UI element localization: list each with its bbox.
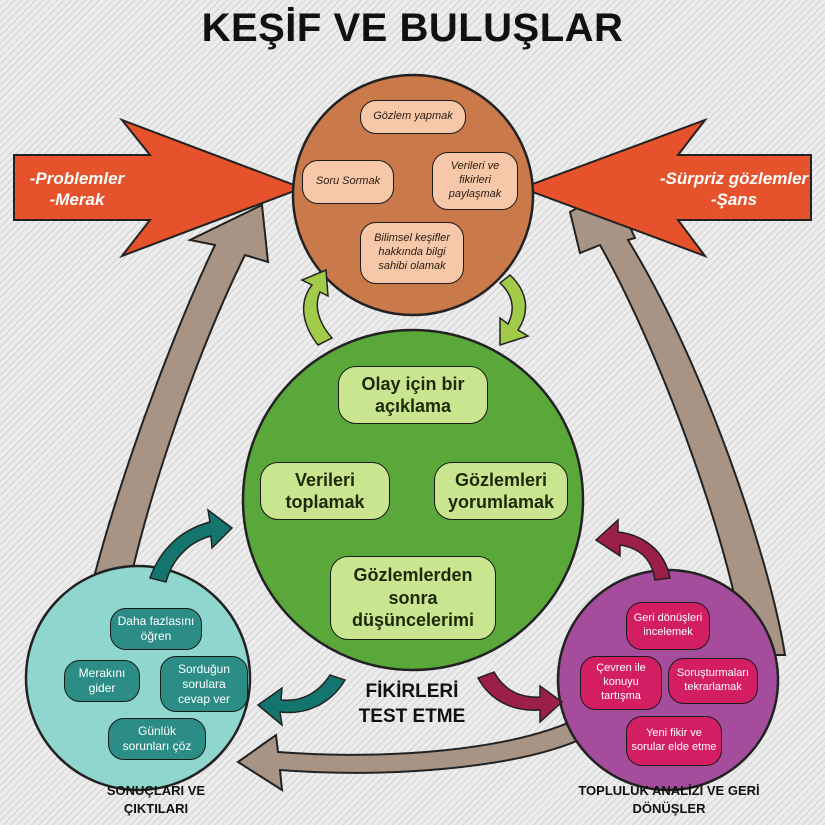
br-item-incelemek: Geri dönüşleri incelemek bbox=[626, 602, 710, 650]
maroon-arrow-upper bbox=[594, 518, 671, 581]
center-item-aciklama: Olay için bir açıklama bbox=[338, 366, 488, 424]
left-arrow-line: -Merak bbox=[49, 190, 105, 210]
light-green-arrow-left bbox=[300, 268, 334, 346]
center-caption: FİKİRLERİ TEST ETME bbox=[358, 681, 466, 727]
right-arrow-line: -Sürpriz gözlemler bbox=[659, 169, 809, 188]
top-item-soru: Soru Sormak bbox=[302, 160, 394, 204]
bl-item-label: Merakını gider bbox=[78, 666, 126, 695]
br-item-yeni-fikir: Yeni fikir ve sorular elde etme bbox=[626, 716, 722, 766]
red-arrow-right bbox=[519, 117, 812, 259]
tan-arrow-left bbox=[76, 203, 270, 656]
center-item-label: Verileri toplamak bbox=[285, 469, 365, 513]
center-item-label: Gözlemlerden sonra düşüncelerimi bbox=[351, 565, 475, 631]
center-item-toplamak: Verileri toplamak bbox=[260, 462, 390, 520]
maroon-arrow-lower bbox=[476, 671, 564, 724]
br-item-label: Yeni fikir ve sorular elde etme bbox=[631, 727, 717, 753]
bl-item-label: Sorduğun sorulara cevap ver bbox=[177, 661, 231, 706]
bl-item-coz: Günlük sorunları çöz bbox=[108, 718, 206, 760]
right-arrow-label: -Sürpriz gözlemler -Şans bbox=[654, 168, 814, 211]
bl-item-ogren: Daha fazlasını öğren bbox=[110, 608, 202, 650]
br-item-label: Çevren ile konuyu tartışma bbox=[596, 662, 646, 702]
tan-arrow-bottom bbox=[236, 713, 592, 792]
bl-item-label: Günlük sorunları çöz bbox=[122, 724, 192, 753]
top-item-label: Soru Sormak bbox=[315, 175, 381, 188]
right-arrow-line: -Şans bbox=[710, 190, 758, 210]
top-item-bilimsel: Bilimsel keşifler hakkında bilgi sahibi … bbox=[360, 222, 464, 284]
bl-item-cevap: Sorduğun sorulara cevap ver bbox=[160, 656, 248, 712]
center-item-label: Gözlemleri yorumlamak bbox=[447, 469, 555, 513]
teal-arrow-upper bbox=[149, 508, 234, 583]
top-item-label: Verileri ve fikirleri paylaşmak bbox=[448, 160, 502, 200]
center-item-yorumlamak: Gözlemleri yorumlamak bbox=[434, 462, 568, 520]
center-circle bbox=[241, 328, 585, 672]
br-caption: TOPLULUK ANALİZİ VE GERİ DÖNÜŞLER bbox=[578, 783, 760, 816]
top-item-gozlem: Gözlem yapmak bbox=[360, 100, 466, 134]
br-item-tartisma: Çevren ile konuyu tartışma bbox=[580, 656, 662, 710]
red-arrow-left bbox=[13, 117, 305, 259]
teal-arrow-lower bbox=[256, 674, 347, 727]
light-green-arrow-right bbox=[498, 274, 530, 347]
top-item-paylasmak: Verileri ve fikirleri paylaşmak bbox=[432, 152, 518, 210]
br-item-tekrarlamak: Soruşturmaları tekrarlamak bbox=[668, 658, 758, 704]
br-item-label: Geri dönüşleri incelemek bbox=[633, 612, 703, 638]
br-item-label: Soruşturmaları tekrarlamak bbox=[676, 667, 750, 693]
top-item-label: Gözlem yapmak bbox=[373, 110, 453, 123]
bl-caption: SONUÇLARI VE ÇIKTILARI bbox=[106, 783, 206, 816]
center-item-label: Olay için bir açıklama bbox=[361, 373, 465, 417]
bl-item-merak: Merakını gider bbox=[64, 660, 140, 702]
top-item-label: Bilimsel keşifler hakkında bilgi sahibi … bbox=[374, 232, 450, 272]
left-arrow-label: -Problemler -Merak bbox=[22, 168, 132, 211]
page-title: KEŞİF VE BULUŞLAR bbox=[201, 6, 624, 50]
left-arrow-line: -Problemler bbox=[29, 169, 125, 188]
bl-item-label: Daha fazlasını öğren bbox=[117, 614, 195, 643]
center-item-dusuncelerimi: Gözlemlerden sonra düşüncelerimi bbox=[330, 556, 496, 640]
top-circle bbox=[291, 73, 535, 317]
